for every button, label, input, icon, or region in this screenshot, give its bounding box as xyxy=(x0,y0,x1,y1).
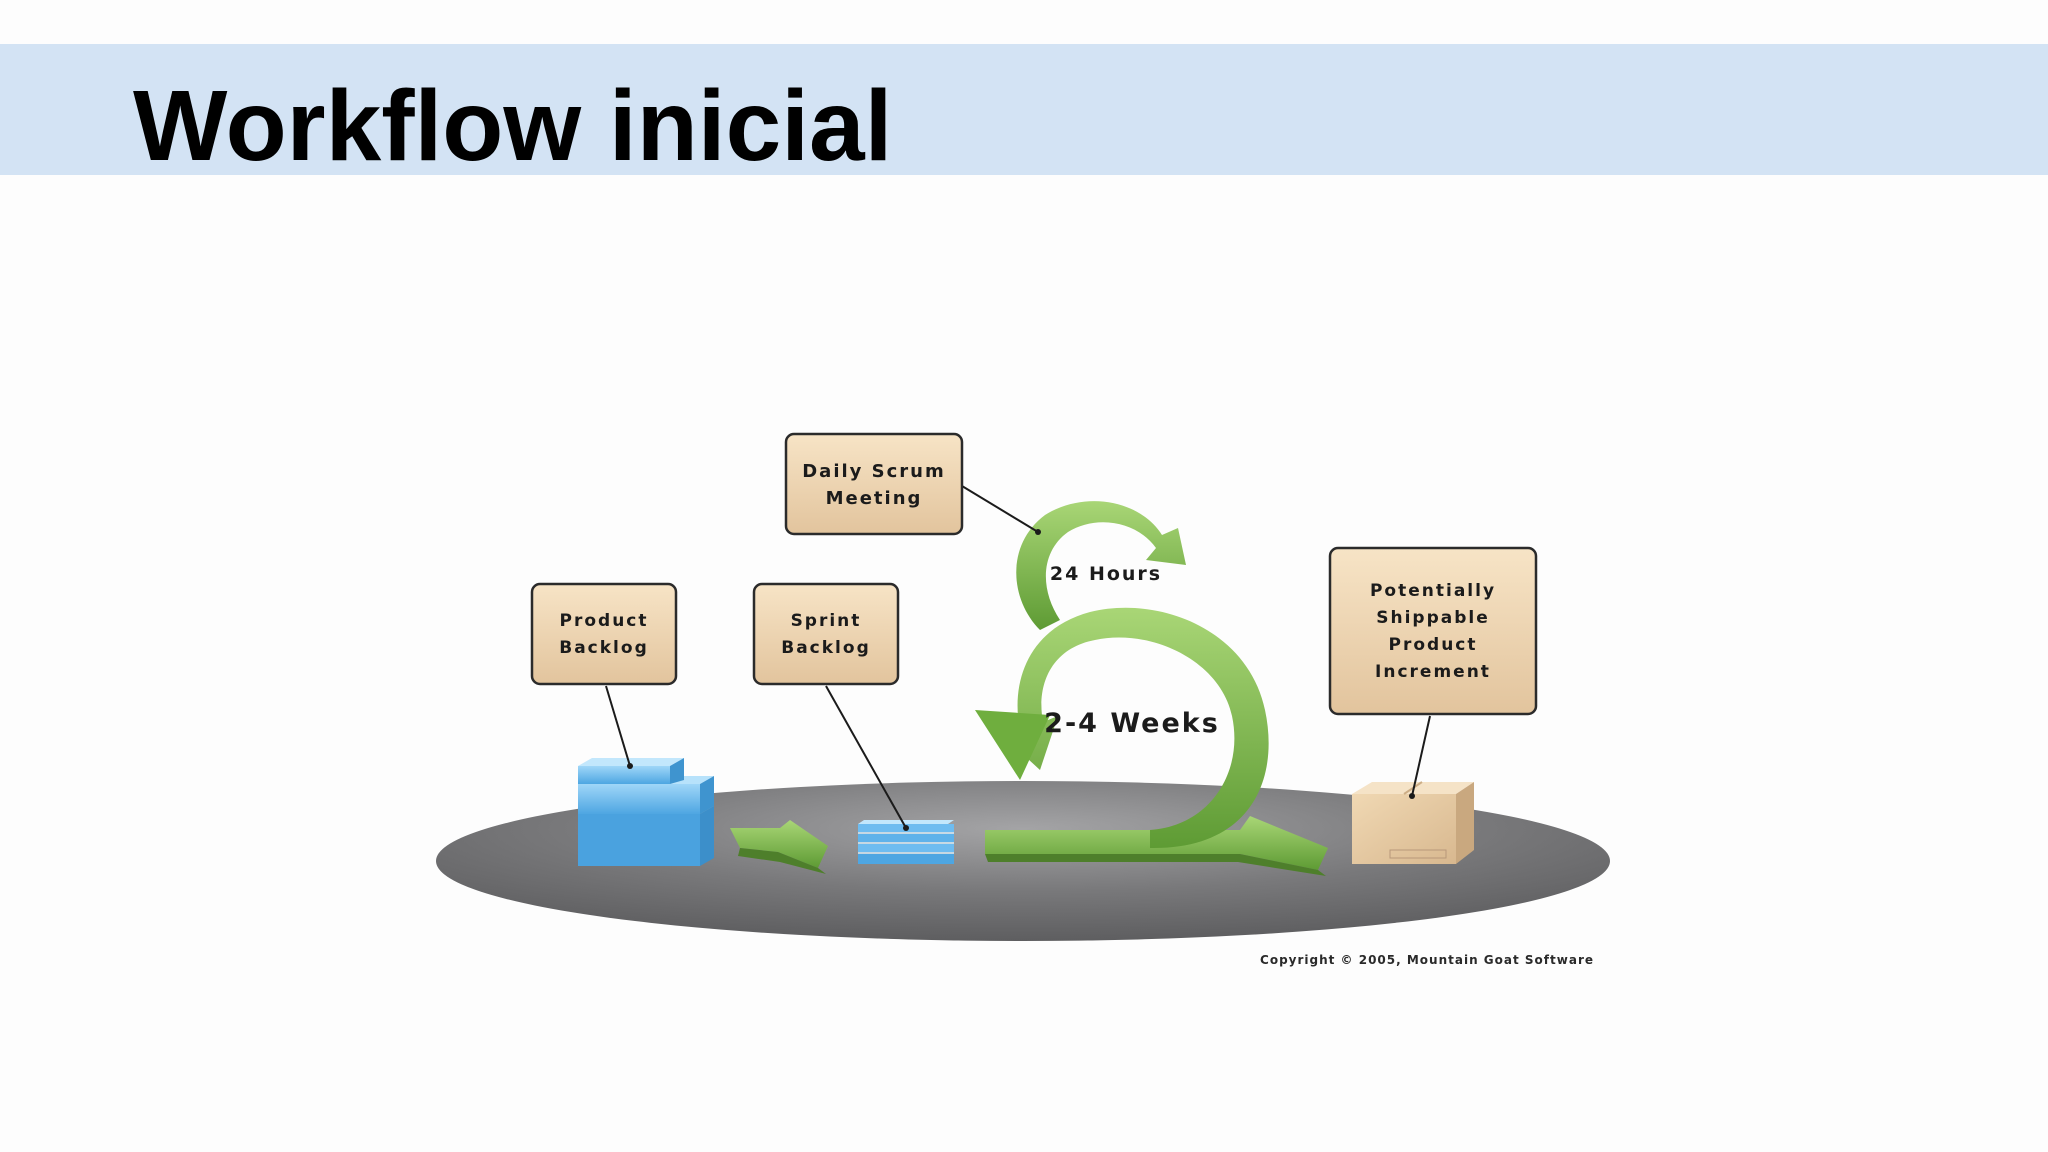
daily-loop-arrow xyxy=(1016,501,1186,630)
product-backlog-callout: Product Backlog xyxy=(530,582,678,686)
increment-line3: Product xyxy=(1389,635,1478,655)
product-backlog-line2: Backlog xyxy=(559,638,649,658)
callout-dots xyxy=(627,529,1415,831)
increment-line1: Potentially xyxy=(1370,581,1496,601)
page-title: Workflow inicial xyxy=(133,70,893,182)
increment-line4: Increment xyxy=(1375,662,1491,682)
sprint-backlog-line1: Sprint xyxy=(791,611,862,631)
increment-line2: Shippable xyxy=(1376,608,1490,628)
small-green-arrow xyxy=(730,820,828,874)
title-band xyxy=(0,44,2048,175)
sprint-backlog-callout: Sprint Backlog xyxy=(752,582,900,686)
hours-label: 24 Hours xyxy=(1050,563,1162,585)
increment-callout: Potentially Shippable Product Increment xyxy=(1328,546,1538,716)
daily-scrum-line2: Meeting xyxy=(826,488,923,509)
product-backlog-blocks xyxy=(578,758,714,866)
sprint-backlog-line2: Backlog xyxy=(781,638,871,658)
copyright-text: Copyright © 2005, Mountain Goat Software xyxy=(1260,953,1594,967)
daily-scrum-callout: Daily Scrum Meeting xyxy=(784,432,964,536)
callout-lines xyxy=(605,485,1431,829)
daily-scrum-line1: Daily Scrum xyxy=(802,461,946,482)
product-backlog-line1: Product xyxy=(560,611,649,631)
weeks-label: 2-4 Weeks xyxy=(1044,708,1220,739)
sprint-loop-arrow xyxy=(975,607,1328,876)
